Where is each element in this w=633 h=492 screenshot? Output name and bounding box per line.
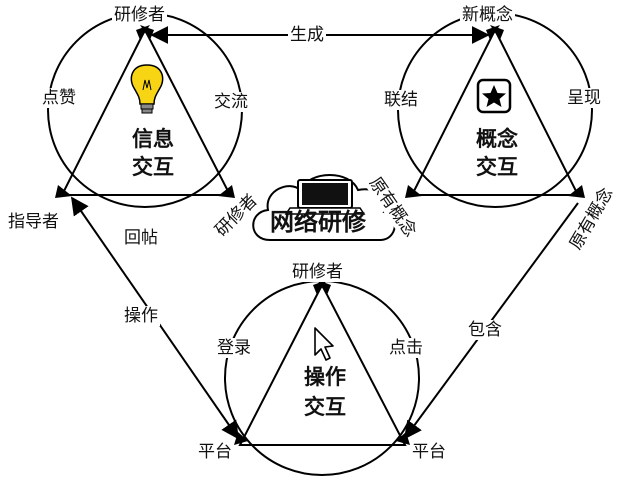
concept-edge-left: 联结: [382, 90, 420, 110]
operation-right-vertex: 平台: [410, 442, 448, 462]
lightbulb-icon: [130, 64, 164, 114]
concept-triangle: [410, 27, 580, 196]
concept-edge-right: 呈现: [565, 88, 603, 108]
concept-center-line2: 交互: [476, 155, 518, 179]
center-label: 网络研修: [270, 208, 366, 236]
connector-right-label: 包含: [466, 320, 504, 340]
operation-edge-left: 登录: [215, 338, 253, 358]
operation-edge-right: 点击: [387, 338, 425, 358]
operation-center-line1: 操作: [304, 365, 346, 389]
concept-top-vertex: 新概念: [460, 5, 515, 25]
connector-top-label: 生成: [288, 25, 326, 45]
connector-left-label: 操作: [122, 306, 160, 326]
star-icon: [476, 78, 512, 114]
operation-left-vertex: 平台: [196, 442, 234, 462]
info-triangle: [60, 27, 232, 196]
concept-center-line1: 概念: [476, 127, 518, 151]
laptop-icon: [284, 179, 366, 215]
info-center-line2: 交互: [132, 155, 174, 179]
operation-center-line2: 交互: [304, 395, 346, 419]
info-edge-left: 点赞: [40, 88, 78, 108]
cursor-icon: [314, 327, 334, 361]
info-edge-bottom: 回帖: [122, 228, 160, 248]
info-edge-right: 交流: [212, 92, 250, 112]
info-left-vertex: 指导者: [6, 212, 61, 232]
info-center-line1: 信息: [132, 127, 174, 151]
operation-triangle: [238, 282, 407, 446]
operation-top-vertex: 研修者: [290, 262, 345, 282]
info-top-vertex: 研修者: [112, 5, 167, 25]
